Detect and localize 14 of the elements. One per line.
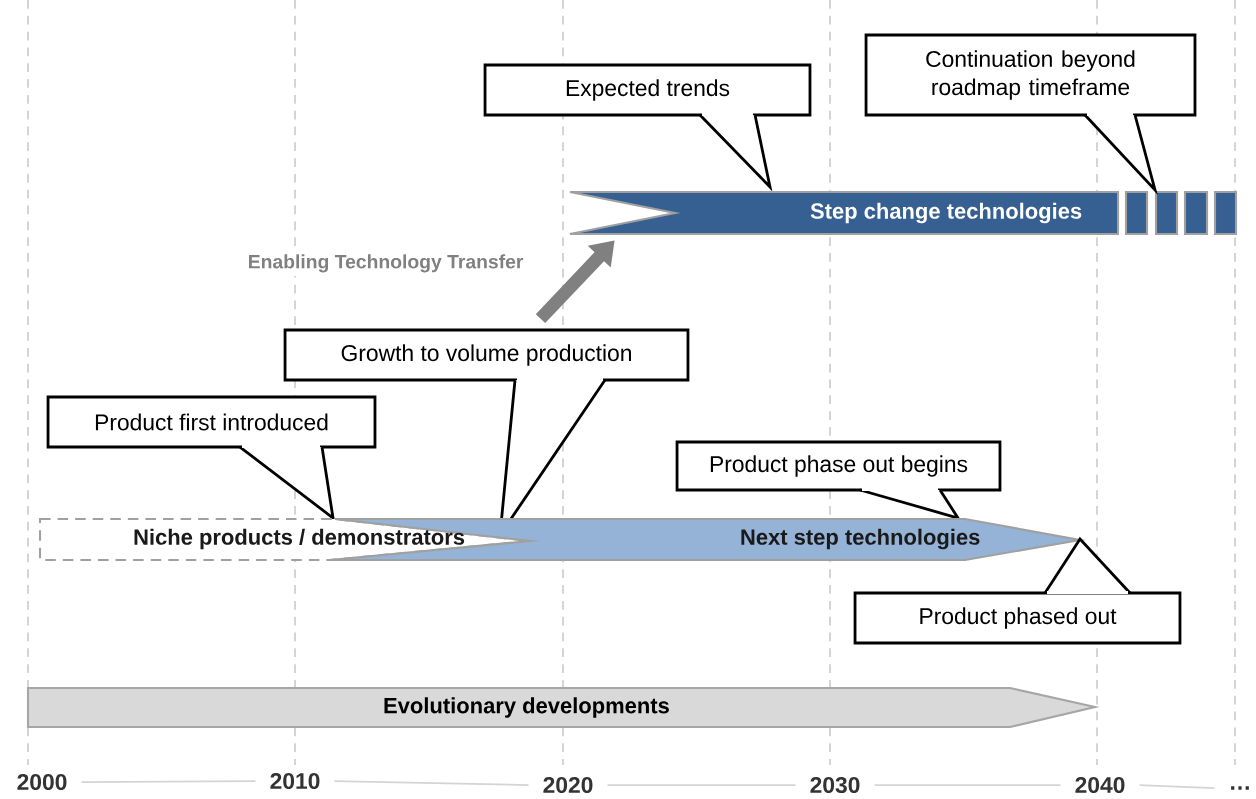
year-label: 2000 xyxy=(17,773,67,791)
year-label: … xyxy=(1231,786,1249,790)
speech-bubble: Expected trends xyxy=(483,63,812,192)
speech-bubble: Product first introduced xyxy=(46,395,377,522)
year-label: 2010 xyxy=(270,772,320,790)
timeline-band: Step change technologies xyxy=(568,190,1120,236)
timeline-band: Niche products / demonstrators Next step technologies xyxy=(38,517,1087,562)
year-label: 2030 xyxy=(810,776,860,794)
edge-label: Enabling Technology Transfer xyxy=(244,250,527,276)
speech-bubble: Continuation beyond roadmap timeframe xyxy=(864,33,1197,196)
speech-bubble: Product phase out begins xyxy=(675,440,1002,521)
year-label: 2040 xyxy=(1075,776,1125,794)
year-label: 2020 xyxy=(543,776,593,794)
timeline-band: Evolutionary developments xyxy=(26,686,1100,729)
